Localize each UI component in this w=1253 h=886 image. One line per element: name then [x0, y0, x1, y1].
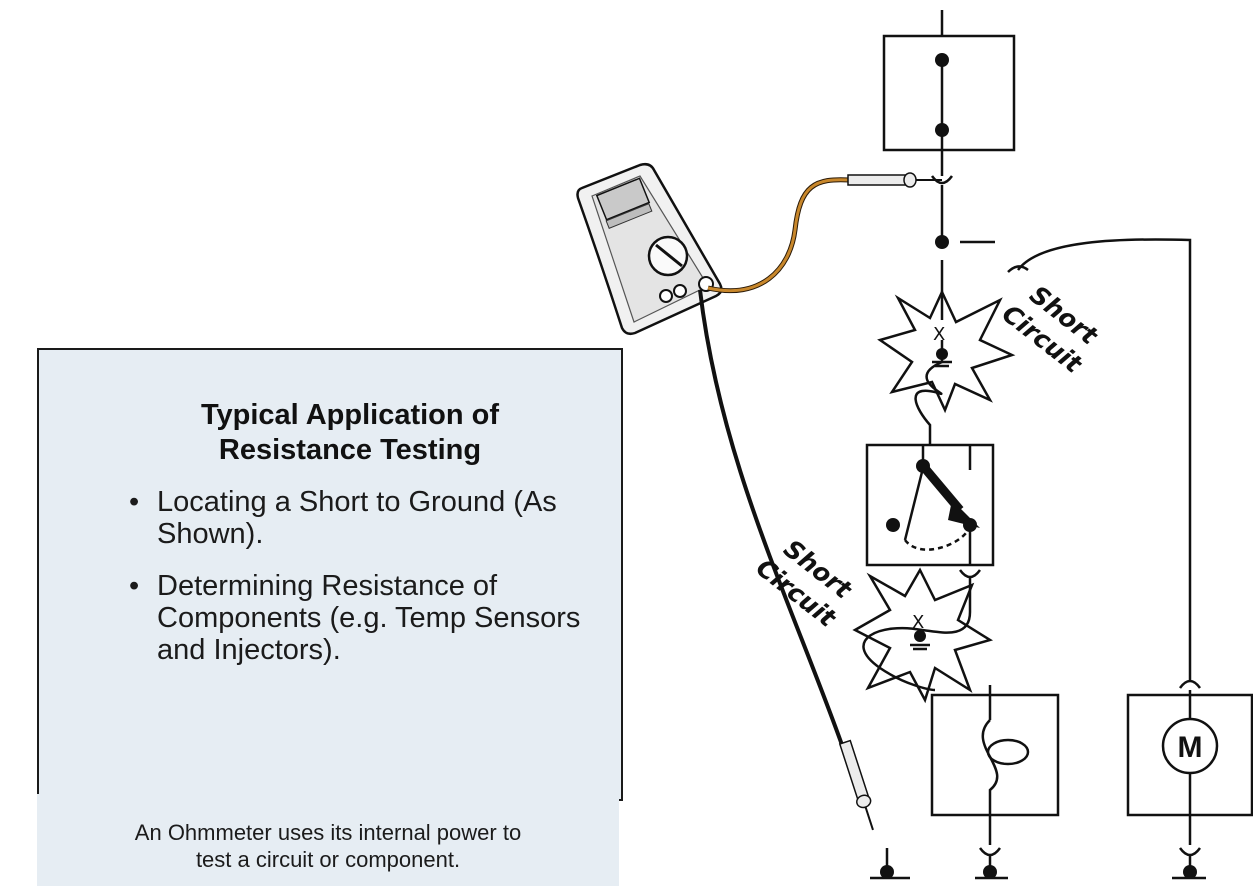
multimeter-display — [595, 177, 651, 221]
coil-wire — [981, 719, 999, 815]
short-label-lower: Short Circuit — [751, 534, 858, 633]
panel-title: Typical Application of Resistance Testin… — [39, 398, 621, 468]
node-dot — [916, 459, 930, 473]
probe-lead-black — [698, 289, 844, 746]
probe-tip-top — [847, 172, 942, 188]
coil-box — [930, 693, 1060, 817]
jack-2 — [673, 284, 687, 298]
connector-1 — [930, 175, 954, 185]
bullet-item: Determining Resistance of Components (e.… — [129, 570, 609, 666]
node-dot — [963, 518, 977, 532]
short-marker-upper: X — [933, 324, 945, 345]
node-dot — [935, 123, 949, 137]
motor-label: M — [1178, 731, 1203, 764]
wire-tangle-upper — [914, 360, 943, 445]
node-dot — [983, 865, 997, 879]
node-dot — [935, 53, 949, 67]
short-burst-upper — [877, 289, 1016, 414]
node-dot — [936, 348, 948, 360]
switch-arm-thin — [903, 467, 925, 541]
node-dot — [914, 630, 926, 642]
connector-motor-mid — [1178, 679, 1202, 689]
panel-title-line2: Resistance Testing — [218, 434, 482, 466]
node-dot — [935, 235, 949, 249]
short-marker-lower: X — [912, 612, 924, 633]
coil-loop — [986, 738, 1030, 766]
connector-motor-top — [1007, 265, 1029, 273]
switch-travel-arc — [904, 529, 970, 551]
short-label-upper: Short Circuit — [997, 280, 1104, 379]
multimeter — [576, 162, 723, 336]
probe-lead-red — [707, 178, 851, 293]
info-panel: Typical Application of Resistance Testin… — [37, 348, 623, 801]
node-dot — [880, 865, 894, 879]
caption-line1: An Ohmmeter uses its internal power to — [134, 820, 522, 845]
connector-2 — [958, 569, 982, 579]
bullet-list: Locating a Short to Ground (As Shown). D… — [129, 486, 609, 686]
probe-lead-outline — [707, 177, 851, 294]
bullet-item: Locating a Short to Ground (As Shown). — [129, 486, 609, 550]
connector-3 — [978, 847, 1002, 857]
panel-title-line1: Typical Application of — [200, 399, 500, 431]
node-dot — [1183, 865, 1197, 879]
caption-line2: test a circuit or component. — [195, 847, 461, 872]
switch-box — [865, 443, 995, 567]
wire-tangle-lower — [862, 626, 936, 692]
caption-box: An Ohmmeter uses its internal power to t… — [37, 794, 619, 886]
probe-tip-ground — [838, 739, 874, 831]
short-burst-lower — [852, 567, 994, 704]
connector-4 — [1178, 847, 1202, 857]
node-dot — [886, 518, 900, 532]
fuse-box — [882, 34, 1016, 152]
wire-to-lower-short — [921, 611, 972, 634]
jack-1 — [659, 289, 673, 303]
wire-motor — [1016, 238, 1192, 680]
